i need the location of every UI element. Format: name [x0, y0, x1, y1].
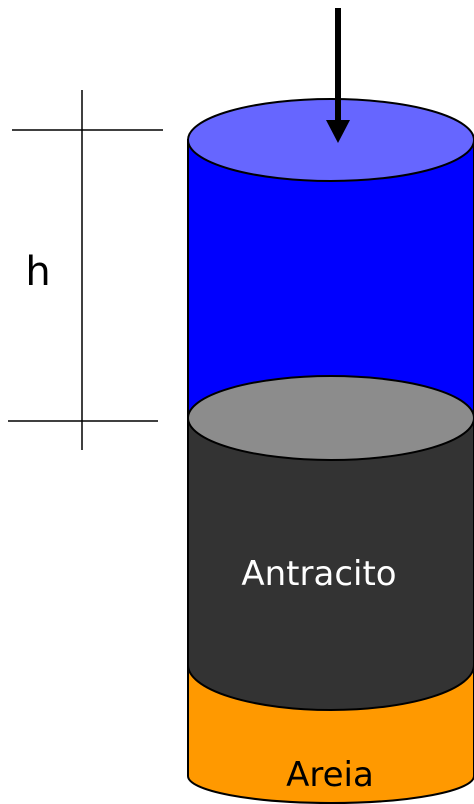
- inflow-arrow: [326, 8, 350, 143]
- water-layer: [187, 98, 474, 421]
- antracito-layer: [187, 419, 474, 711]
- water-top-surface: [187, 98, 474, 182]
- inflow-arrow-head: [326, 120, 350, 143]
- antracito-top-surface: [187, 375, 474, 461]
- areia-label: Areia: [286, 755, 374, 795]
- antracito-body: [187, 419, 474, 711]
- height-dimension: h: [8, 90, 163, 450]
- height-label: h: [25, 249, 50, 295]
- antracito-label: Antracito: [241, 554, 396, 594]
